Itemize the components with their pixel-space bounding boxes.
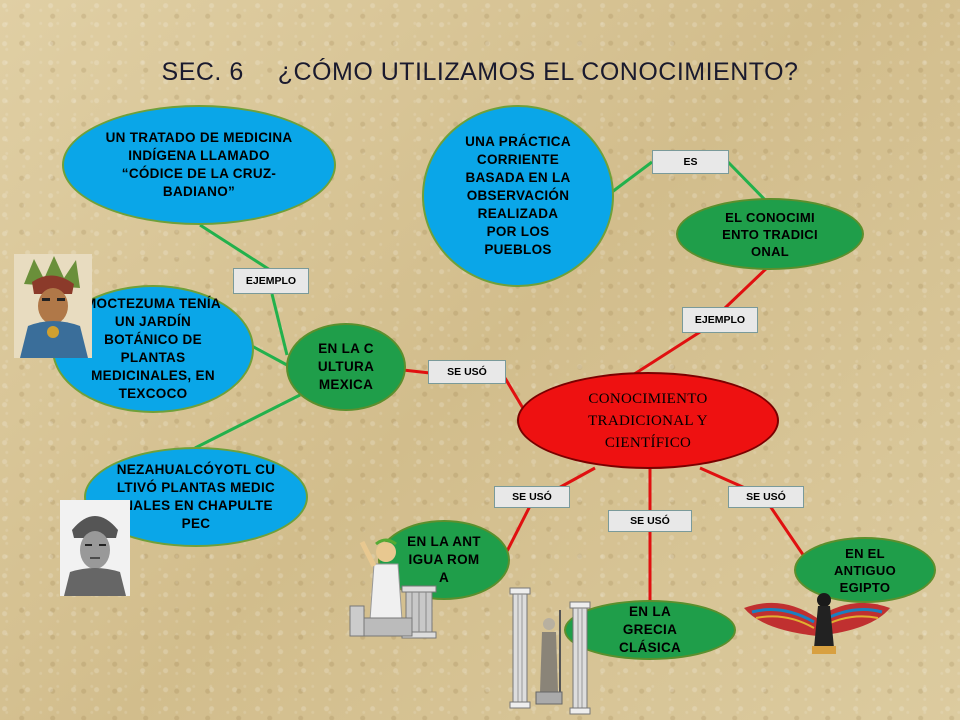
egyptian-winged-goddess-icon xyxy=(744,593,890,654)
line-tradicional-ejemplo xyxy=(723,263,772,310)
line-practica-es xyxy=(611,160,653,194)
label-es: ES xyxy=(652,150,729,174)
roman-statue-icon xyxy=(349,538,437,639)
section-code: SEC. 6 xyxy=(161,58,244,86)
node-grecia-clasica: EN LA GRECIA CLÁSICA xyxy=(564,600,736,660)
line-mexica-seuso xyxy=(402,368,431,375)
aztec-warrior-portrait-icon xyxy=(14,254,92,358)
label-ejemplo-right: EJEMPLO xyxy=(682,307,758,333)
node-practica-corriente: UNA PRÁCTICA CORRIENTE BASADA EN LA OBSE… xyxy=(422,105,614,287)
nezahualcoyotl-portrait-icon xyxy=(60,500,130,596)
node-antiguo-egipto: EN EL ANTIGUO EGIPTO xyxy=(794,537,936,603)
title-question: ¿CÓMO UTILIZAMOS EL CONOCIMIENTO? xyxy=(277,58,799,86)
node-codice-cruz-badiano: UN TRATADO DE MEDICINA INDÍGENA LLAMADO … xyxy=(62,105,336,225)
node-conocimiento-tradicional: EL CONOCIMIENTO TRADICIONAL xyxy=(676,198,864,270)
line-central-egipto-label xyxy=(699,466,746,490)
label-se-uso-mexica: SE USÓ xyxy=(428,360,506,384)
greek-columns-icon xyxy=(509,587,591,715)
line-tratado-ejemplo xyxy=(199,223,271,272)
page-title: SEC. 6 ¿CÓMO UTILIZAMOS EL CONOCIMIENTO? xyxy=(0,58,960,87)
node-conocimiento-central: CONOCIMIENTO TRADICIONAL Y CIENTÍFICO xyxy=(517,372,779,469)
line-ejemplo-mexica xyxy=(270,293,289,356)
label-ejemplo-left: EJEMPLO xyxy=(233,268,309,294)
line-nezahual-mexica xyxy=(194,393,301,450)
node-cultura-mexica: EN LA CULTURA MEXICA xyxy=(286,323,406,411)
node-moctezuma: MOCTEZUMA TENÍA UN JARDÍN BOTÁNICO DE PL… xyxy=(52,285,254,413)
label-se-uso-roma: SE USÓ xyxy=(494,486,570,508)
label-se-uso-egipto: SE USÓ xyxy=(728,486,804,508)
line-moctezuma-mexica xyxy=(249,343,288,367)
label-se-uso-grecia: SE USÓ xyxy=(608,510,692,532)
